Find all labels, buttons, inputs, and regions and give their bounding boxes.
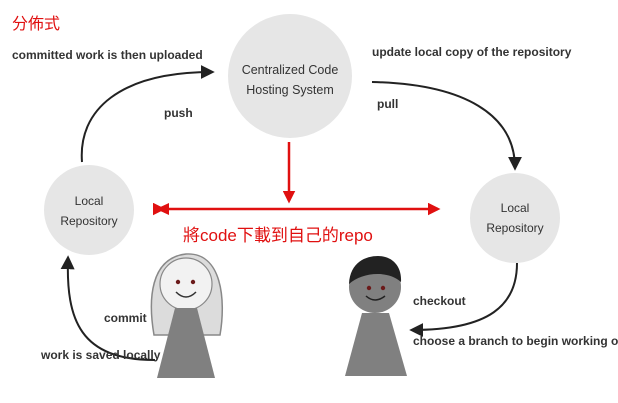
central-node-line2: Hosting System xyxy=(246,83,334,97)
choose-label: choose a branch to begin working on xyxy=(413,334,618,348)
download-label: 將code下載到自己的repo xyxy=(183,226,373,245)
left-repo-label: Local Repository xyxy=(49,191,129,231)
red-left-arrowhead xyxy=(156,203,169,215)
arrow-commit-icon xyxy=(60,255,156,361)
arrow-checkout-icon xyxy=(409,262,518,337)
left-local-repository-node xyxy=(44,165,134,255)
right-repo-label: Local Repository xyxy=(475,198,555,238)
uploaded-label: committed work is then uploaded xyxy=(12,48,203,62)
right-local-repository-node xyxy=(470,173,560,263)
pull-label: pull xyxy=(377,97,399,111)
arrow-push-icon xyxy=(80,65,215,163)
commit-label: commit xyxy=(104,311,147,325)
central-hosting-node xyxy=(228,14,352,138)
central-node-label: Centralized Code Hosting System xyxy=(228,60,352,100)
male-figure-icon xyxy=(345,256,407,376)
checkout-label: checkout xyxy=(413,294,466,308)
left-repo-line2: Repository xyxy=(60,214,118,228)
arrow-pull-icon xyxy=(371,81,522,171)
update-label: update local copy of the repository xyxy=(372,45,572,59)
central-node-line1: Centralized Code xyxy=(241,63,339,77)
saved-label: work is saved locally xyxy=(41,348,161,362)
right-repo-line2: Repository xyxy=(486,221,544,235)
female-figure-icon xyxy=(150,253,223,378)
push-label: push xyxy=(164,106,193,120)
page-title: 分佈式 xyxy=(12,16,61,33)
left-repo-line1: Local xyxy=(74,194,104,208)
right-repo-line1: Local xyxy=(500,201,530,215)
